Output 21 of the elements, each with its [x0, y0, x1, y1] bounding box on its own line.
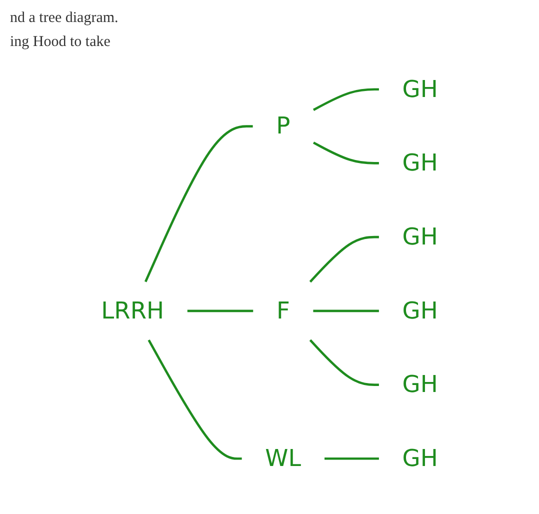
connector: [148, 340, 242, 460]
node-text: GH: [402, 76, 438, 103]
connector: [144, 125, 253, 282]
connector: [309, 236, 379, 283]
node-text: GH: [402, 150, 438, 177]
connector: [313, 310, 379, 312]
node-text: GH: [402, 371, 438, 398]
node-text: GH: [402, 445, 438, 472]
node-text: GH: [402, 297, 438, 325]
connector: [312, 88, 379, 111]
connector: [187, 310, 254, 312]
connector: [309, 339, 379, 386]
node-text: GH: [402, 223, 438, 251]
text-line: nd a tree diagram.: [10, 9, 120, 28]
connector: [312, 142, 379, 164]
connector: [324, 457, 379, 460]
node-text: P: [276, 112, 290, 140]
node-text: LRRH: [101, 297, 164, 325]
node-text: WL: [265, 445, 302, 472]
text-line: ing Hood to take: [10, 33, 112, 52]
node-text: F: [276, 297, 290, 325]
